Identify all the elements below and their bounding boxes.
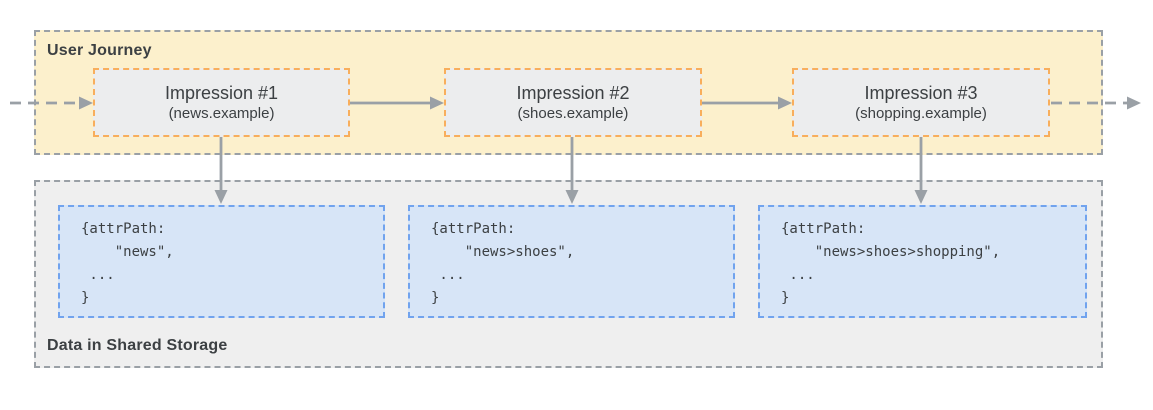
impression-3-title: Impression #3	[864, 83, 978, 103]
code-line: }	[431, 290, 440, 306]
impression-2-title: Impression #2	[516, 83, 630, 103]
code-line: {attrPath:	[431, 221, 516, 237]
user-journey-label: User Journey	[47, 42, 152, 59]
storage-record-2: {attrPath: "news>shoes", ... }	[408, 205, 735, 318]
code-line: ...	[431, 267, 465, 283]
code-line: "news>shoes",	[431, 244, 575, 260]
code-line: ...	[781, 267, 815, 283]
impression-1-box: Impression #1 (news.example)	[93, 68, 350, 137]
code-line: }	[81, 290, 90, 306]
impression-3-box: Impression #3 (shopping.example)	[792, 68, 1050, 137]
code-line: }	[781, 290, 790, 306]
code-line: {attrPath:	[781, 221, 866, 237]
impression-1-site: (news.example)	[168, 105, 275, 122]
shared-storage-label: Data in Shared Storage	[47, 337, 228, 354]
impression-2-site: (shoes.example)	[517, 105, 629, 122]
storage-record-3: {attrPath: "news>shoes>shopping", ... }	[758, 205, 1087, 318]
code-line: {attrPath:	[81, 221, 166, 237]
code-line: "news>shoes>shopping",	[781, 244, 1001, 260]
code-line: ...	[81, 267, 115, 283]
impression-3-site: (shopping.example)	[855, 105, 987, 122]
impression-2-box: Impression #2 (shoes.example)	[444, 68, 702, 137]
storage-record-1: {attrPath: "news", ... }	[58, 205, 385, 318]
code-line: "news",	[81, 244, 174, 260]
impression-1-title: Impression #1	[164, 83, 279, 103]
